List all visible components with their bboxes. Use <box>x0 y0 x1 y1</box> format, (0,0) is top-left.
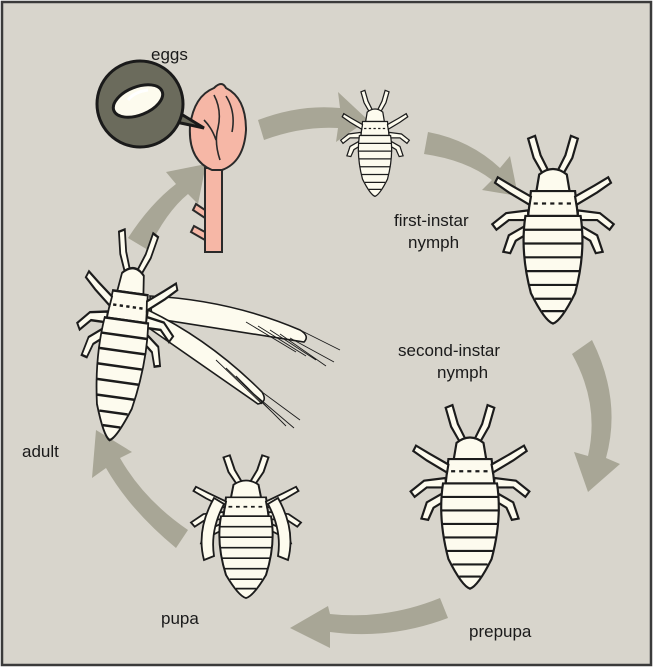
label-first-instar-line2: nymph <box>408 233 459 252</box>
label-eggs: eggs <box>151 45 188 64</box>
label-second-instar-line2: nymph <box>437 363 488 382</box>
label-second-instar-line1: second-instar <box>398 341 500 360</box>
label-adult: adult <box>22 442 59 461</box>
label-pupa: pupa <box>161 609 199 628</box>
label-first-instar-line1: first-instar <box>394 211 469 230</box>
label-prepupa: prepupa <box>469 622 532 641</box>
